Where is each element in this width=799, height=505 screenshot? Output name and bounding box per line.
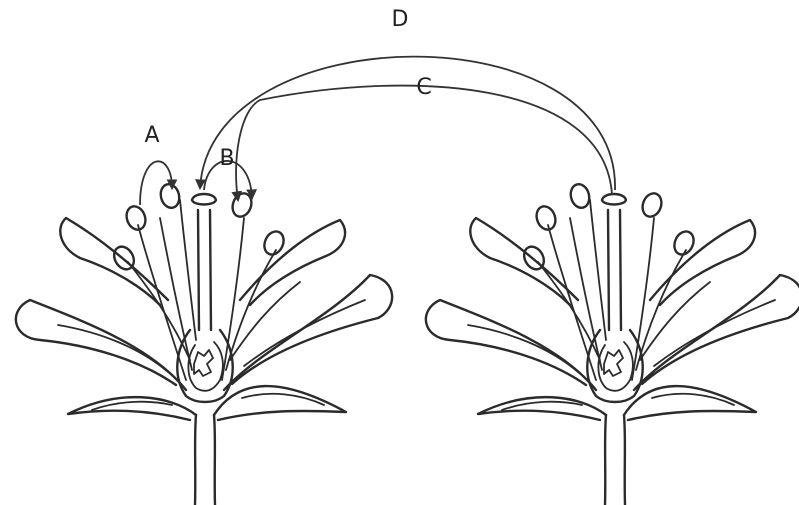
label-a: A [144,123,159,148]
flower-left [16,182,392,505]
label-d: D [392,7,409,32]
label-c: C [416,75,431,100]
flower-right [426,182,799,505]
label-b: B [219,146,234,171]
arrow-c [236,86,612,200]
arrow-d [200,57,615,190]
